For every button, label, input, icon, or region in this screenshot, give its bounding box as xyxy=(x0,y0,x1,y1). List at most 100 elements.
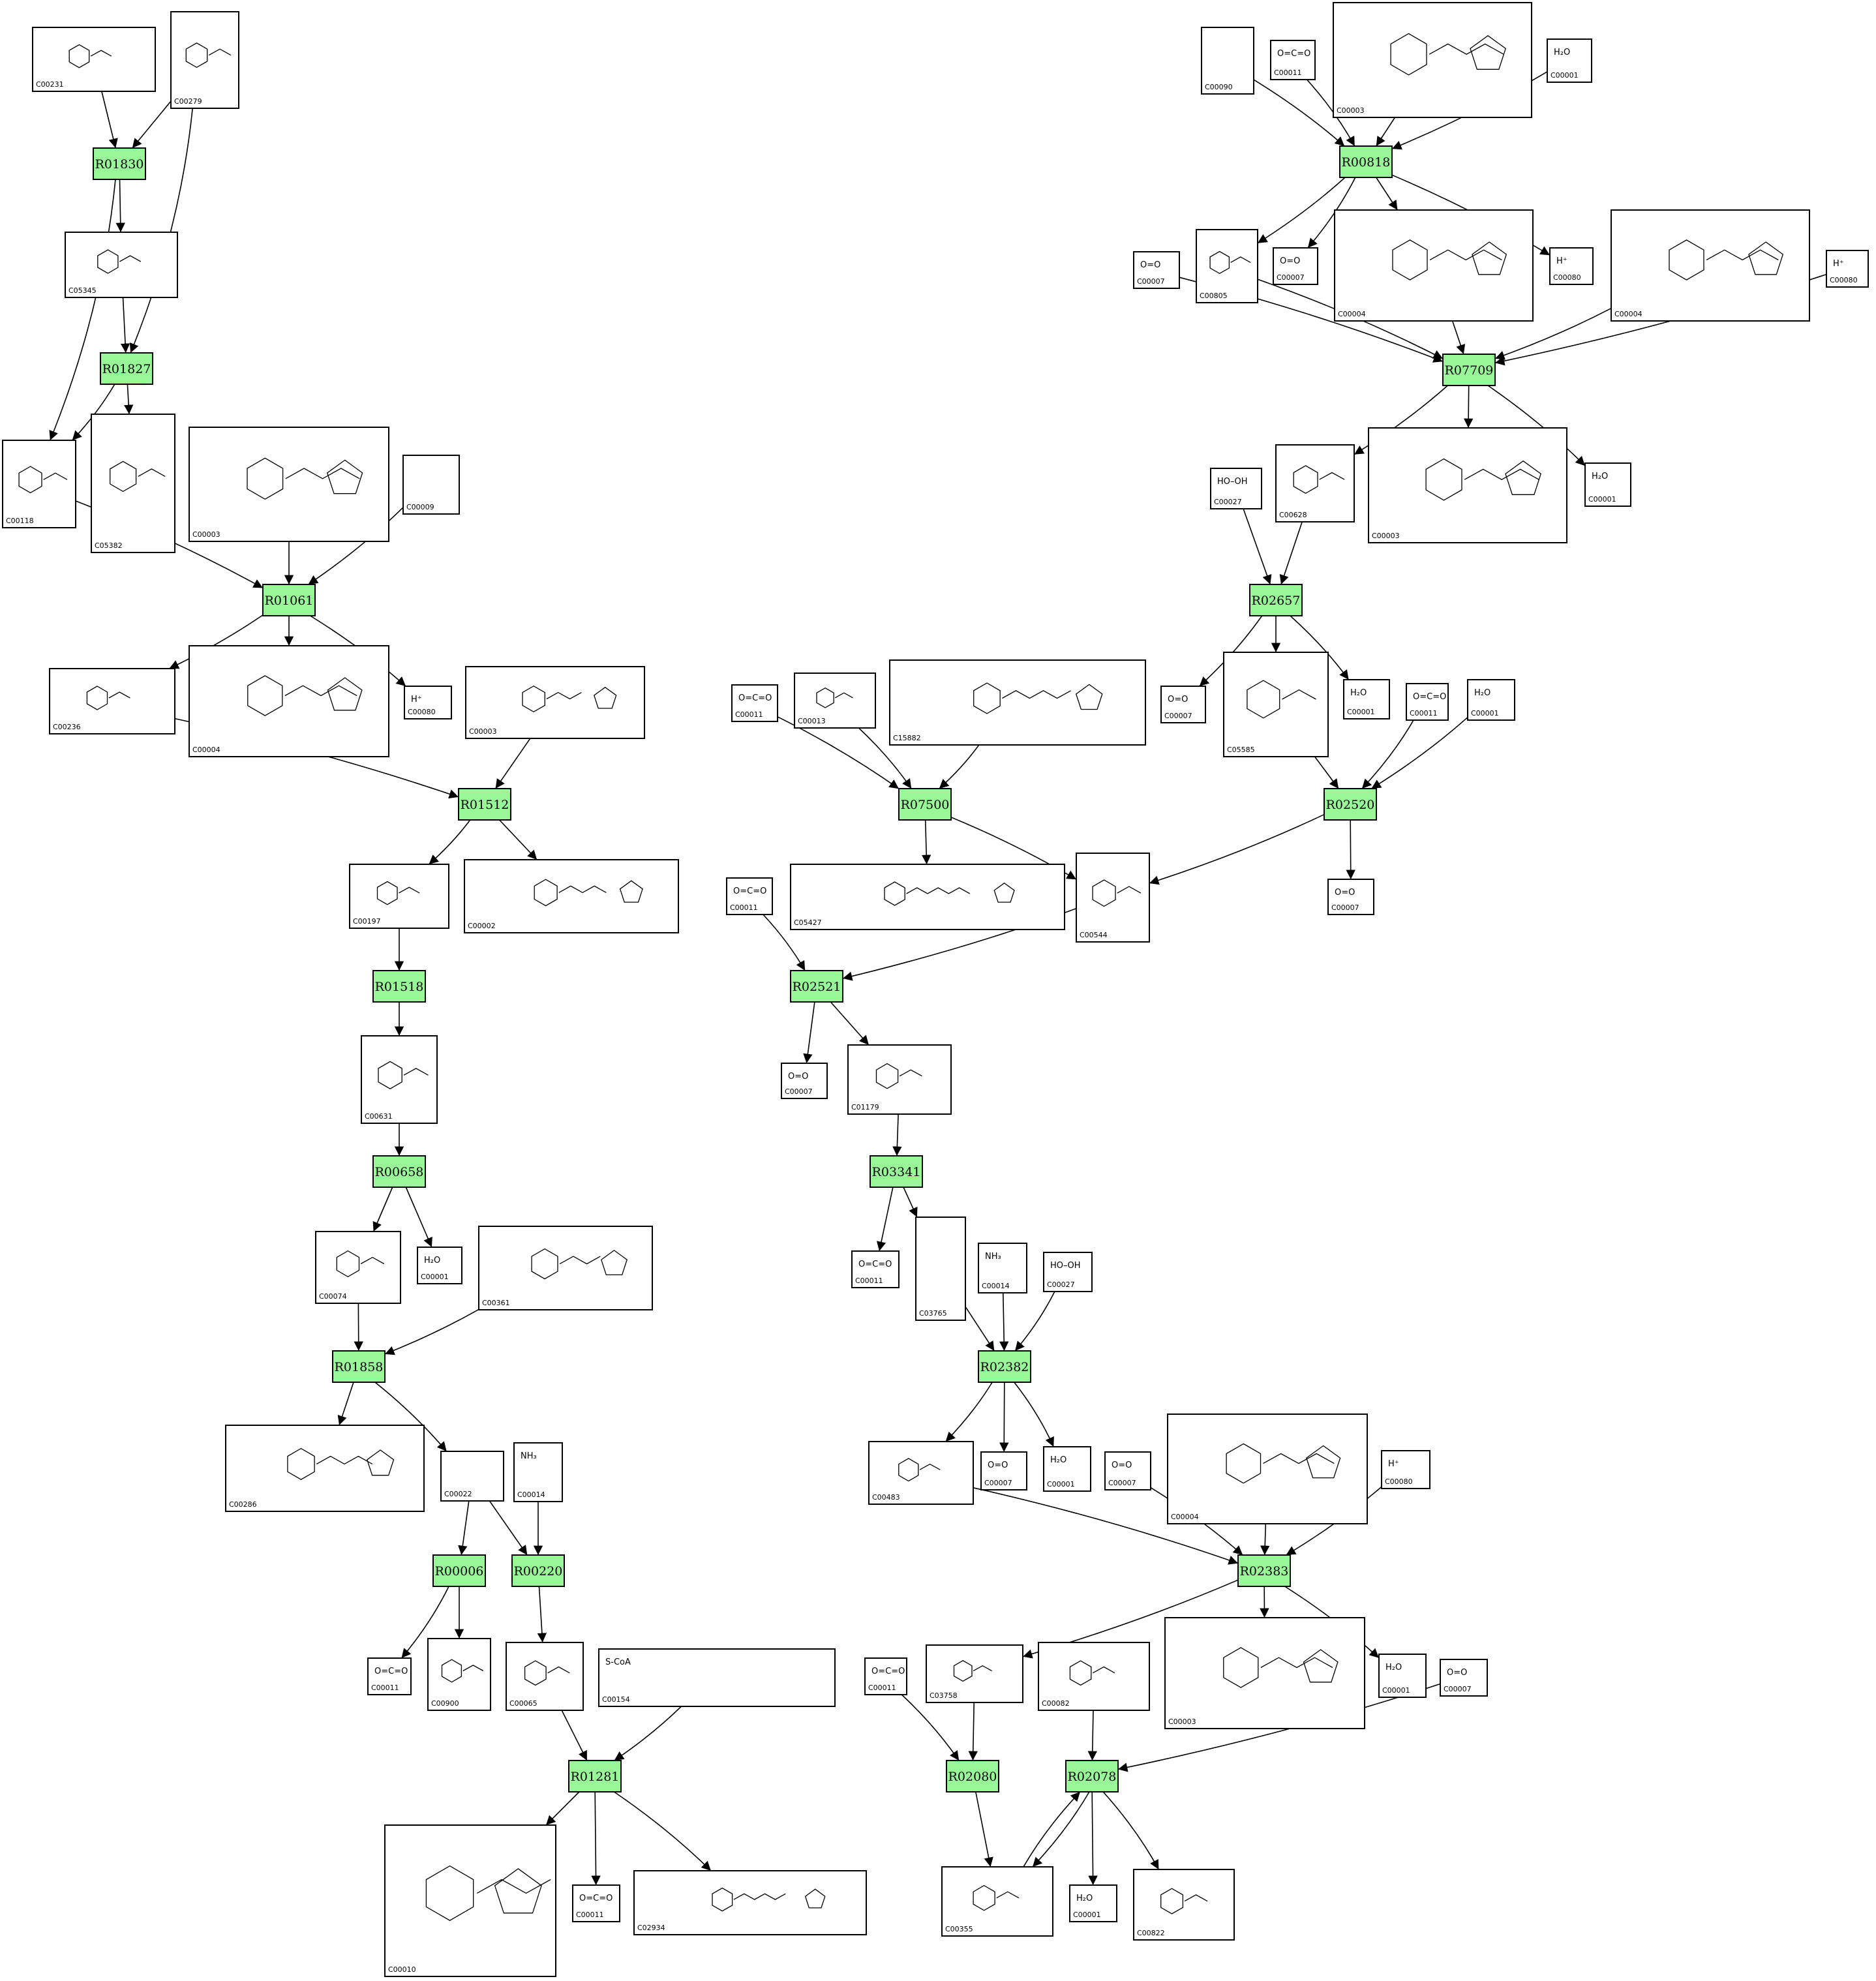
compound-C00003[interactable]: C00003 xyxy=(189,427,389,542)
reaction-R00658[interactable]: R00658 xyxy=(372,1155,426,1188)
compound-C00009[interactable]: C00009 xyxy=(402,455,460,515)
compound-C00090[interactable]: C00090 xyxy=(1201,27,1254,95)
reaction-R02080[interactable]: R02080 xyxy=(946,1760,999,1792)
compound-C00013[interactable]: C00013 xyxy=(794,673,876,729)
compound-C00236[interactable]: C00236 xyxy=(49,668,175,734)
compound-C00361[interactable]: C00361 xyxy=(478,1226,653,1310)
reaction-R00006[interactable]: R00006 xyxy=(432,1554,486,1587)
reaction-R02382[interactable]: R02382 xyxy=(978,1350,1031,1383)
reaction-R02520[interactable]: R02520 xyxy=(1324,788,1377,821)
compound-C00010[interactable]: C00010 xyxy=(384,1824,556,1977)
compound-C00080[interactable]: H⁺C00080 xyxy=(1826,250,1869,288)
compound-C03758[interactable]: C03758 xyxy=(926,1644,1023,1703)
compound-C00022[interactable]: C00022 xyxy=(440,1451,504,1502)
reaction-R01827[interactable]: R01827 xyxy=(100,352,153,385)
compound-C00231[interactable]: C00231 xyxy=(32,27,156,92)
ring-glyph xyxy=(804,1888,826,1909)
compound-C00004[interactable]: C00004 xyxy=(189,645,389,757)
compound-C00074[interactable]: C00074 xyxy=(315,1231,401,1304)
reaction-R01061[interactable]: R01061 xyxy=(262,584,316,616)
compound-C02934[interactable]: C02934 xyxy=(633,1870,867,1935)
compound-C05585[interactable]: C05585 xyxy=(1223,652,1329,757)
reaction-R01281[interactable]: R01281 xyxy=(568,1760,622,1792)
compound-C00004[interactable]: C00004 xyxy=(1334,209,1534,322)
compound-C00822[interactable]: C00822 xyxy=(1133,1869,1235,1941)
compound-C00080[interactable]: H⁺C00080 xyxy=(1381,1450,1430,1489)
reaction-R02521[interactable]: R02521 xyxy=(790,970,843,1003)
compound-C00279[interactable]: C00279 xyxy=(170,11,239,109)
compound-C00900[interactable]: C00900 xyxy=(427,1638,491,1711)
reaction-R07709[interactable]: R07709 xyxy=(1442,354,1496,386)
compound-C00004[interactable]: C00004 xyxy=(1167,1414,1368,1524)
reaction-R02078[interactable]: R02078 xyxy=(1065,1760,1119,1792)
compound-C05382[interactable]: C05382 xyxy=(91,414,175,553)
compound-C00080[interactable]: H⁺C00080 xyxy=(1549,247,1594,285)
compound-C00003[interactable]: C00003 xyxy=(465,666,645,739)
compound-C00002[interactable]: C00002 xyxy=(464,859,679,933)
compound-C00080[interactable]: H⁺C00080 xyxy=(404,686,452,719)
compound-C00628[interactable]: C00628 xyxy=(1275,444,1355,522)
compound-formula: H⁺ xyxy=(1388,1459,1399,1469)
compound-C00003[interactable]: C00003 xyxy=(1368,427,1567,543)
compound-C05427[interactable]: C05427 xyxy=(790,864,1065,930)
compound-C00286[interactable]: C00286 xyxy=(225,1425,425,1512)
compound-C00631[interactable]: C00631 xyxy=(361,1035,438,1124)
reaction-R01518[interactable]: R01518 xyxy=(372,970,426,1003)
compound-C00805[interactable]: C00805 xyxy=(1196,229,1258,303)
reaction-R00818[interactable]: R00818 xyxy=(1339,145,1393,178)
reaction-R02383[interactable]: R02383 xyxy=(1237,1554,1291,1587)
compound-C03765[interactable]: C03765 xyxy=(915,1217,966,1321)
compound-C00544[interactable]: C00544 xyxy=(1076,853,1150,943)
reaction-R00220[interactable]: R00220 xyxy=(511,1554,565,1587)
ring-glyph xyxy=(247,675,283,716)
reaction-R03341[interactable]: R03341 xyxy=(870,1155,923,1188)
compound-C15882[interactable]: C15882 xyxy=(889,659,1146,746)
compound-C05345[interactable]: C05345 xyxy=(65,232,178,298)
reaction-R07500[interactable]: R07500 xyxy=(898,788,952,821)
reaction-R01830[interactable]: R01830 xyxy=(93,147,146,180)
compound-C00003[interactable]: C00003 xyxy=(1333,2,1532,118)
compound-C00355[interactable]: C00355 xyxy=(941,1866,1053,1937)
reaction-R02657[interactable]: R02657 xyxy=(1249,584,1303,616)
reaction-R01512[interactable]: R01512 xyxy=(458,788,511,821)
compound-C00197[interactable]: C00197 xyxy=(349,864,449,929)
compound-C00483[interactable]: C00483 xyxy=(868,1441,974,1505)
reaction-R01858[interactable]: R01858 xyxy=(332,1350,386,1383)
compound-C01179[interactable]: C01179 xyxy=(847,1044,952,1115)
compound-C00003[interactable]: C00003 xyxy=(1164,1617,1365,1729)
compound-C00082[interactable]: C00082 xyxy=(1038,1642,1150,1711)
compound-C00118[interactable]: C00118 xyxy=(2,440,76,528)
compound-C00004[interactable]: C00004 xyxy=(1611,209,1810,322)
compound-C00065[interactable]: C00065 xyxy=(506,1642,584,1711)
reaction-label: R07500 xyxy=(901,798,950,812)
